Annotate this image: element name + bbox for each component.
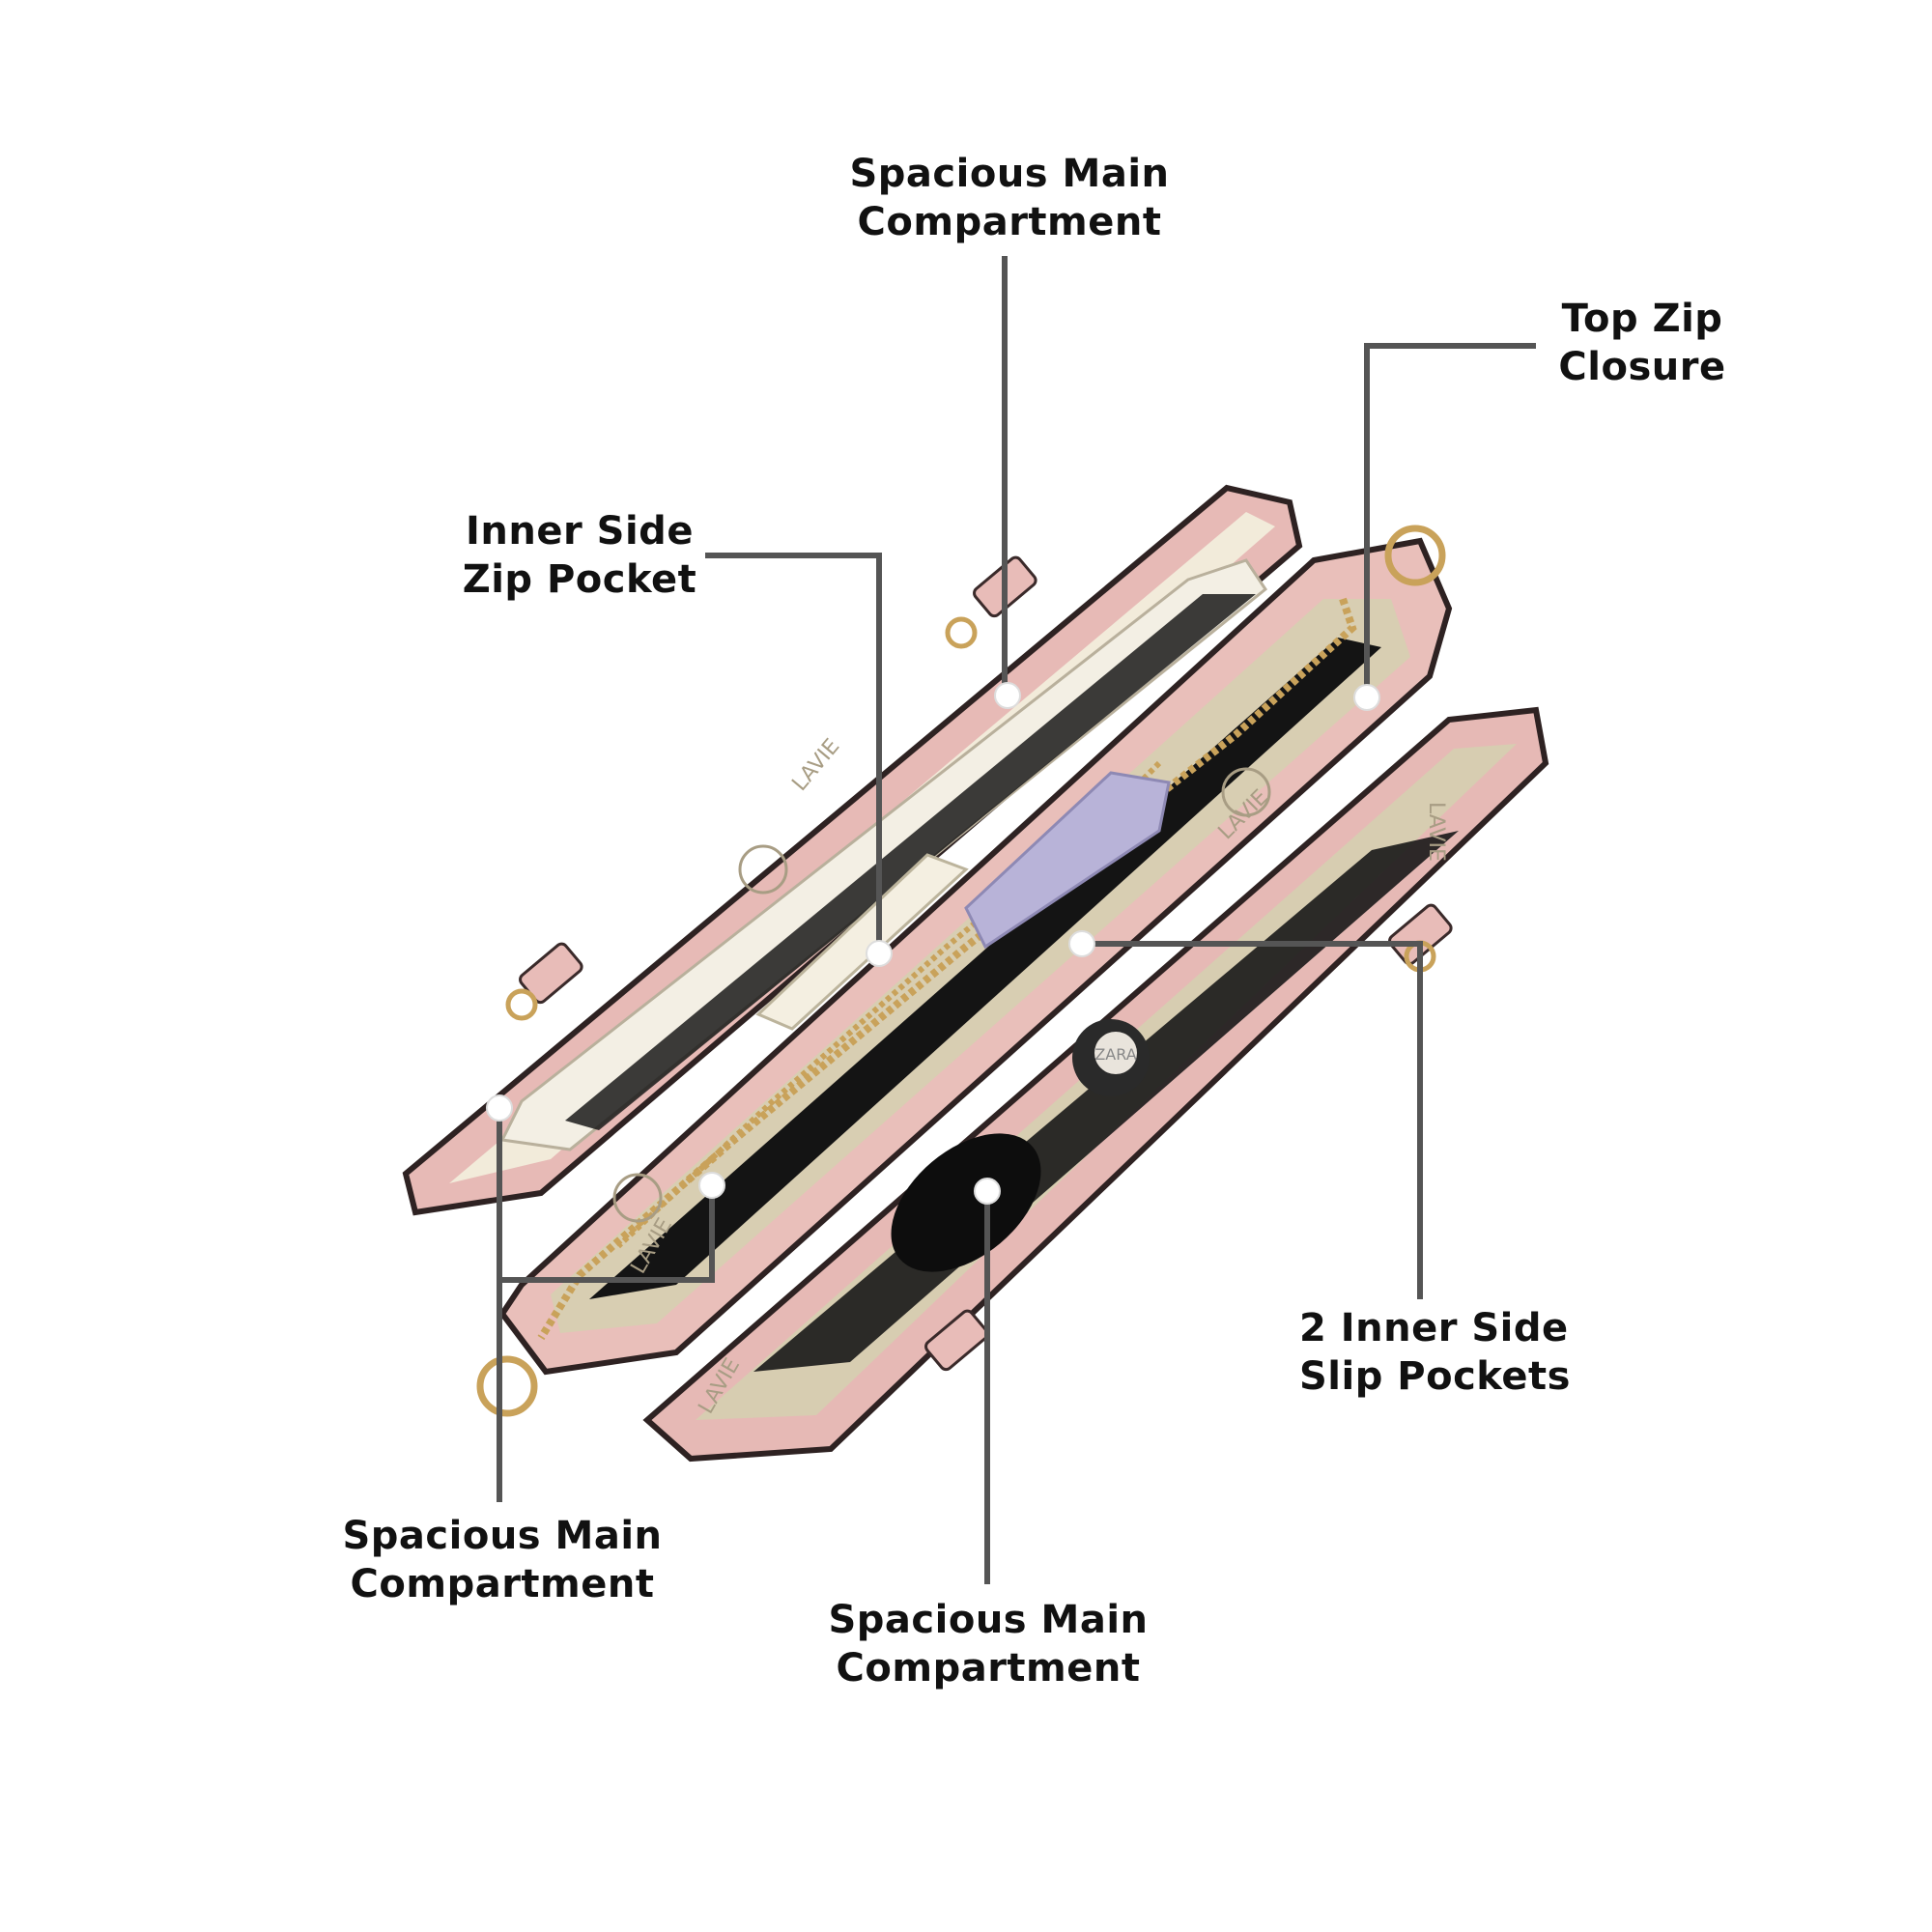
leader-line-slip-pockets bbox=[1082, 941, 1423, 1299]
callout-dot-bottom-center bbox=[974, 1178, 1001, 1205]
callout-label-bottom-center: Spacious Main Compartment bbox=[819, 1596, 1157, 1692]
callout-label-slip-pockets: 2 Inner Side Slip Pockets bbox=[1299, 1304, 1571, 1401]
leader-line-inner-side-zip bbox=[705, 553, 882, 952]
callout-label-line1: Top Zip bbox=[1561, 297, 1723, 341]
callout-dot-slip-pockets bbox=[1068, 930, 1095, 957]
leader-line-bottom-left-b bbox=[499, 1185, 715, 1283]
perfume-cap bbox=[1094, 1032, 1137, 1074]
callout-label-bottom-left: Spacious Main Compartment bbox=[333, 1512, 671, 1608]
top-zipper bbox=[537, 597, 1357, 1341]
leader-line-top-zip bbox=[1364, 343, 1536, 697]
callout-label-line2: Slip Pockets bbox=[1299, 1354, 1571, 1399]
callout-label-line1: Spacious Main bbox=[849, 152, 1170, 196]
callout-label-line2: Compartment bbox=[836, 1646, 1141, 1690]
back-compartment bbox=[402, 484, 1303, 1216]
callout-dot-top-zip bbox=[1353, 684, 1380, 711]
callout-dot-inner-side-zip bbox=[866, 940, 893, 967]
callout-label-line2: Compartment bbox=[857, 200, 1162, 244]
handle-ring bbox=[505, 988, 538, 1021]
callout-label-line2: Closure bbox=[1558, 345, 1726, 389]
d-ring bbox=[476, 1355, 538, 1417]
handle-tab bbox=[924, 1309, 989, 1372]
callout-label-line1: 2 Inner Side bbox=[1299, 1306, 1569, 1350]
back-compartment-dark bbox=[565, 594, 1256, 1130]
callout-dot-bottom-left-a bbox=[486, 1094, 513, 1122]
callout-label-line2: Zip Pocket bbox=[462, 557, 697, 602]
callout-dot-bottom-left-b bbox=[698, 1172, 725, 1199]
handle-ring bbox=[945, 616, 978, 649]
leader-lines bbox=[497, 256, 1536, 1584]
bag-brand-logo bbox=[612, 1173, 663, 1223]
sunglasses-case bbox=[891, 1133, 1041, 1272]
callout-label-top-zip: Top Zip Closure bbox=[1546, 295, 1739, 391]
front-compartment: ZARA bbox=[642, 706, 1549, 1463]
middle-compartment-dark bbox=[589, 638, 1381, 1299]
callout-dot-top-center bbox=[994, 682, 1021, 709]
phone bbox=[755, 853, 969, 1031]
bag-brand-logo bbox=[738, 844, 788, 895]
d-ring bbox=[1384, 525, 1446, 586]
pouch bbox=[964, 771, 1171, 950]
bag-brand-logo bbox=[1221, 767, 1271, 817]
lining-brand-text: LAVIE bbox=[1424, 802, 1448, 862]
callout-label-line1: Spacious Main bbox=[342, 1514, 663, 1558]
perfume-bottle-label: ZARA bbox=[1094, 1045, 1136, 1064]
callout-label-line1: Inner Side bbox=[466, 509, 694, 554]
middle-compartment bbox=[498, 537, 1453, 1376]
callout-label-line1: Spacious Main bbox=[828, 1598, 1149, 1642]
callout-label-top-center: Spacious Main Compartment bbox=[840, 150, 1179, 246]
callout-dots bbox=[486, 682, 1380, 1205]
handbag: ZARA LAVIE LAVIE LAVIE LAVIE LAVIE bbox=[402, 484, 1549, 1463]
lining-brand-text: LAVIE bbox=[787, 734, 844, 795]
callout-label-inner-side-zip: Inner Side Zip Pocket bbox=[459, 507, 700, 604]
callout-label-line2: Compartment bbox=[350, 1562, 655, 1606]
